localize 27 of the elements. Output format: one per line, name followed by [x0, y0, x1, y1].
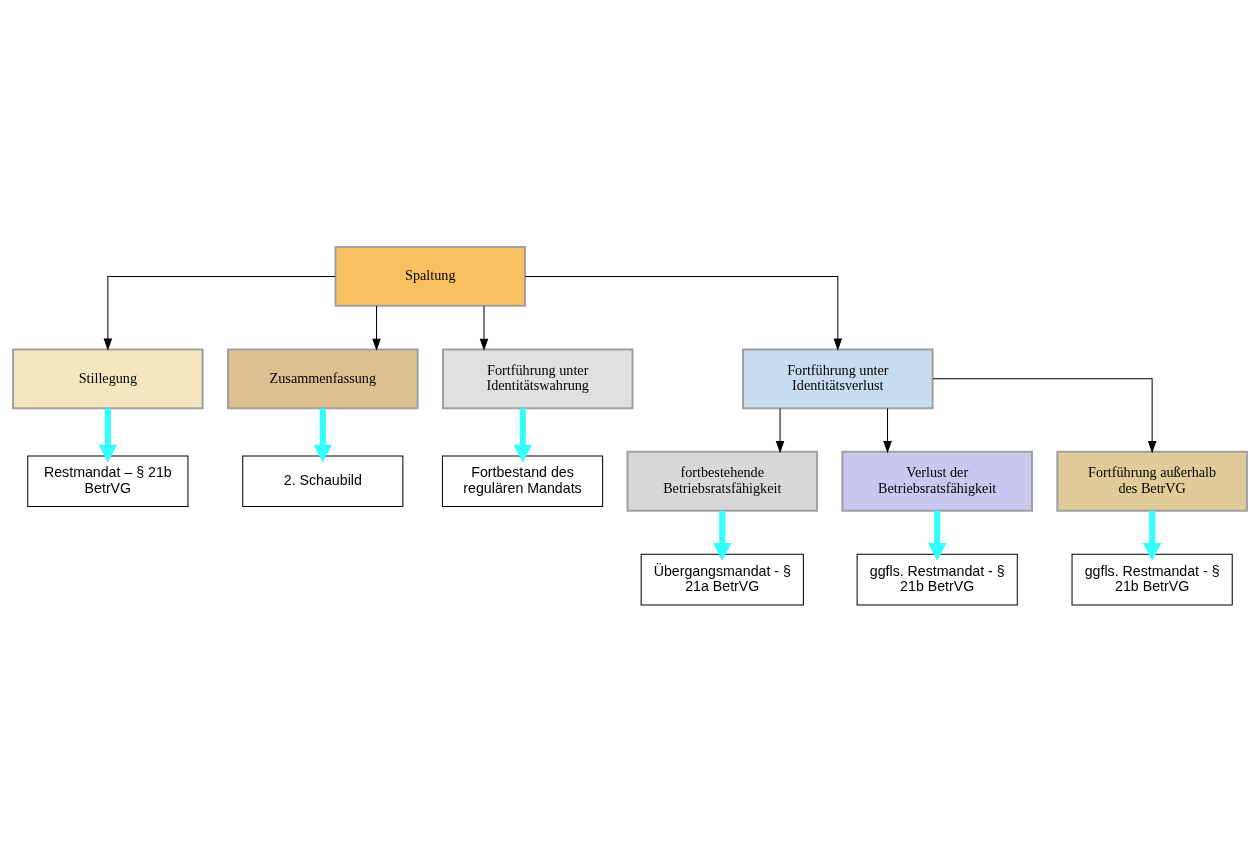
- arrow: [524, 275, 843, 351]
- arrow: [1142, 510, 1162, 561]
- node-box: Restmandat – § 21b BetrVG: [27, 455, 189, 508]
- arrow: [98, 408, 118, 463]
- node-box: Fortbestand des regulären Mandats: [441, 455, 604, 508]
- arrow: [372, 305, 381, 351]
- node-box: Übergangsmandat - § 21a BetrVG: [640, 553, 804, 606]
- node-box: Fortführung außerhalb des BetrVG: [1056, 450, 1248, 512]
- arrow: [927, 510, 947, 561]
- arrow: [103, 275, 336, 351]
- arrow: [775, 407, 785, 454]
- node-box: Fortführung unter Identitätswahrung: [441, 348, 634, 410]
- arrow: [712, 510, 732, 561]
- node-box: 2. Schaubild: [242, 455, 404, 508]
- node-box: fortbestehende Betriebsratsfähigkeit: [626, 450, 819, 512]
- node-box: Fortführung unter Identitätsverlust: [742, 348, 934, 410]
- node-box: Zusammenfassung: [227, 348, 419, 410]
- node-box: ggfls. Restmandat - § 21b BetrVG: [856, 553, 1018, 606]
- arrow: [479, 305, 489, 351]
- arrow: [313, 408, 333, 463]
- node-box: Spaltung: [334, 246, 527, 307]
- arrow: [513, 408, 533, 463]
- node-box: Verlust der Betriebsratsfähigkeit: [841, 450, 1033, 512]
- node-box: Stillegung: [12, 348, 204, 410]
- arrow: [932, 378, 1157, 454]
- node-box: ggfls. Restmandat - § 21b BetrVG: [1071, 553, 1233, 606]
- arrow: [883, 407, 892, 454]
